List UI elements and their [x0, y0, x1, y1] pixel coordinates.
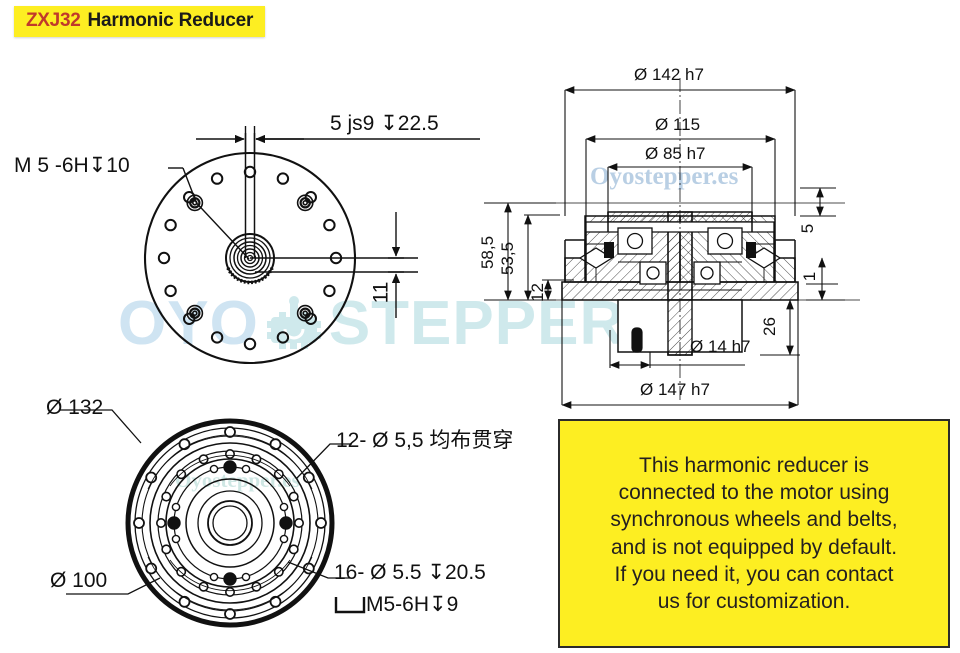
shoulder-height: 1 — [800, 271, 820, 282]
hub-height: 26 — [759, 317, 779, 336]
keyway-callout: 5 js9 ↧22.5 — [330, 112, 439, 135]
thread-callout: M 5 -6H↧10 — [14, 154, 130, 177]
note-line-1: This harmonic reducer is — [639, 453, 869, 477]
counterbore-icon — [334, 597, 366, 614]
note-line-2: connected to the motor using — [618, 480, 890, 504]
base-flange-dia: Ø 147 h7 — [640, 380, 710, 399]
base-height: 12 — [527, 283, 547, 302]
outer-flange-dia: Ø 142 h7 — [634, 65, 704, 84]
bolt-circle-132: Ø 132 — [46, 396, 104, 419]
front-thread-leader — [168, 167, 250, 260]
wave-generator — [578, 247, 782, 269]
rear-leaders — [60, 409, 352, 595]
shaft-bore-dia: Ø 14 h7 — [690, 337, 751, 356]
seals — [604, 242, 756, 258]
watermark-center-oy: OYO — [118, 289, 259, 358]
body-height: 53,5 — [498, 241, 518, 276]
front-keyway — [244, 133, 256, 258]
rear-outer-holes — [133, 426, 327, 620]
overall-height: 58,5 — [478, 235, 498, 270]
lower-bearings — [639, 261, 721, 285]
top-step-height: 5 — [798, 223, 818, 234]
housing-walls — [564, 212, 796, 282]
note-line-5: If you need it, you can contact — [614, 562, 894, 586]
tapped-holes-callout: 16- Ø 5.5 ↧20.5 — [334, 561, 486, 584]
watermark-serif: Oyostepper.es — [590, 163, 739, 190]
rear-concentric-rings — [125, 418, 335, 628]
note-line-6: us for customization. — [657, 590, 851, 614]
inner-bore-dia: Ø 85 h7 — [645, 144, 706, 163]
through-holes-callout: 12- Ø 5,5 均布贯穿 — [336, 429, 514, 452]
product-model: ZXJ32 — [26, 10, 81, 31]
note-line-4: and is not equipped by default. — [610, 535, 898, 559]
product-name: Harmonic Reducer — [87, 10, 254, 31]
rear-spiral-arcs — [147, 435, 313, 611]
shaft-height-dim: 11 — [369, 281, 393, 304]
bolt-circle-100: Ø 100 — [50, 569, 108, 592]
tapped-holes-thread: M5-6H↧9 — [366, 593, 459, 616]
mid-flange-dia: Ø 115 — [655, 115, 701, 134]
note-line-3: synchronous wheels and belts, — [610, 508, 898, 532]
info-note-box: This harmonic reducer is connected to th… — [558, 419, 950, 648]
section-detail-lines — [586, 243, 774, 291]
gear-icon — [266, 295, 321, 349]
front-center-hub — [225, 233, 275, 285]
upper-bearings — [617, 227, 743, 255]
watermark-small: Oyostepper.es — [175, 468, 300, 492]
title-badge: ZXJ32 Harmonic Reducer — [14, 6, 266, 37]
